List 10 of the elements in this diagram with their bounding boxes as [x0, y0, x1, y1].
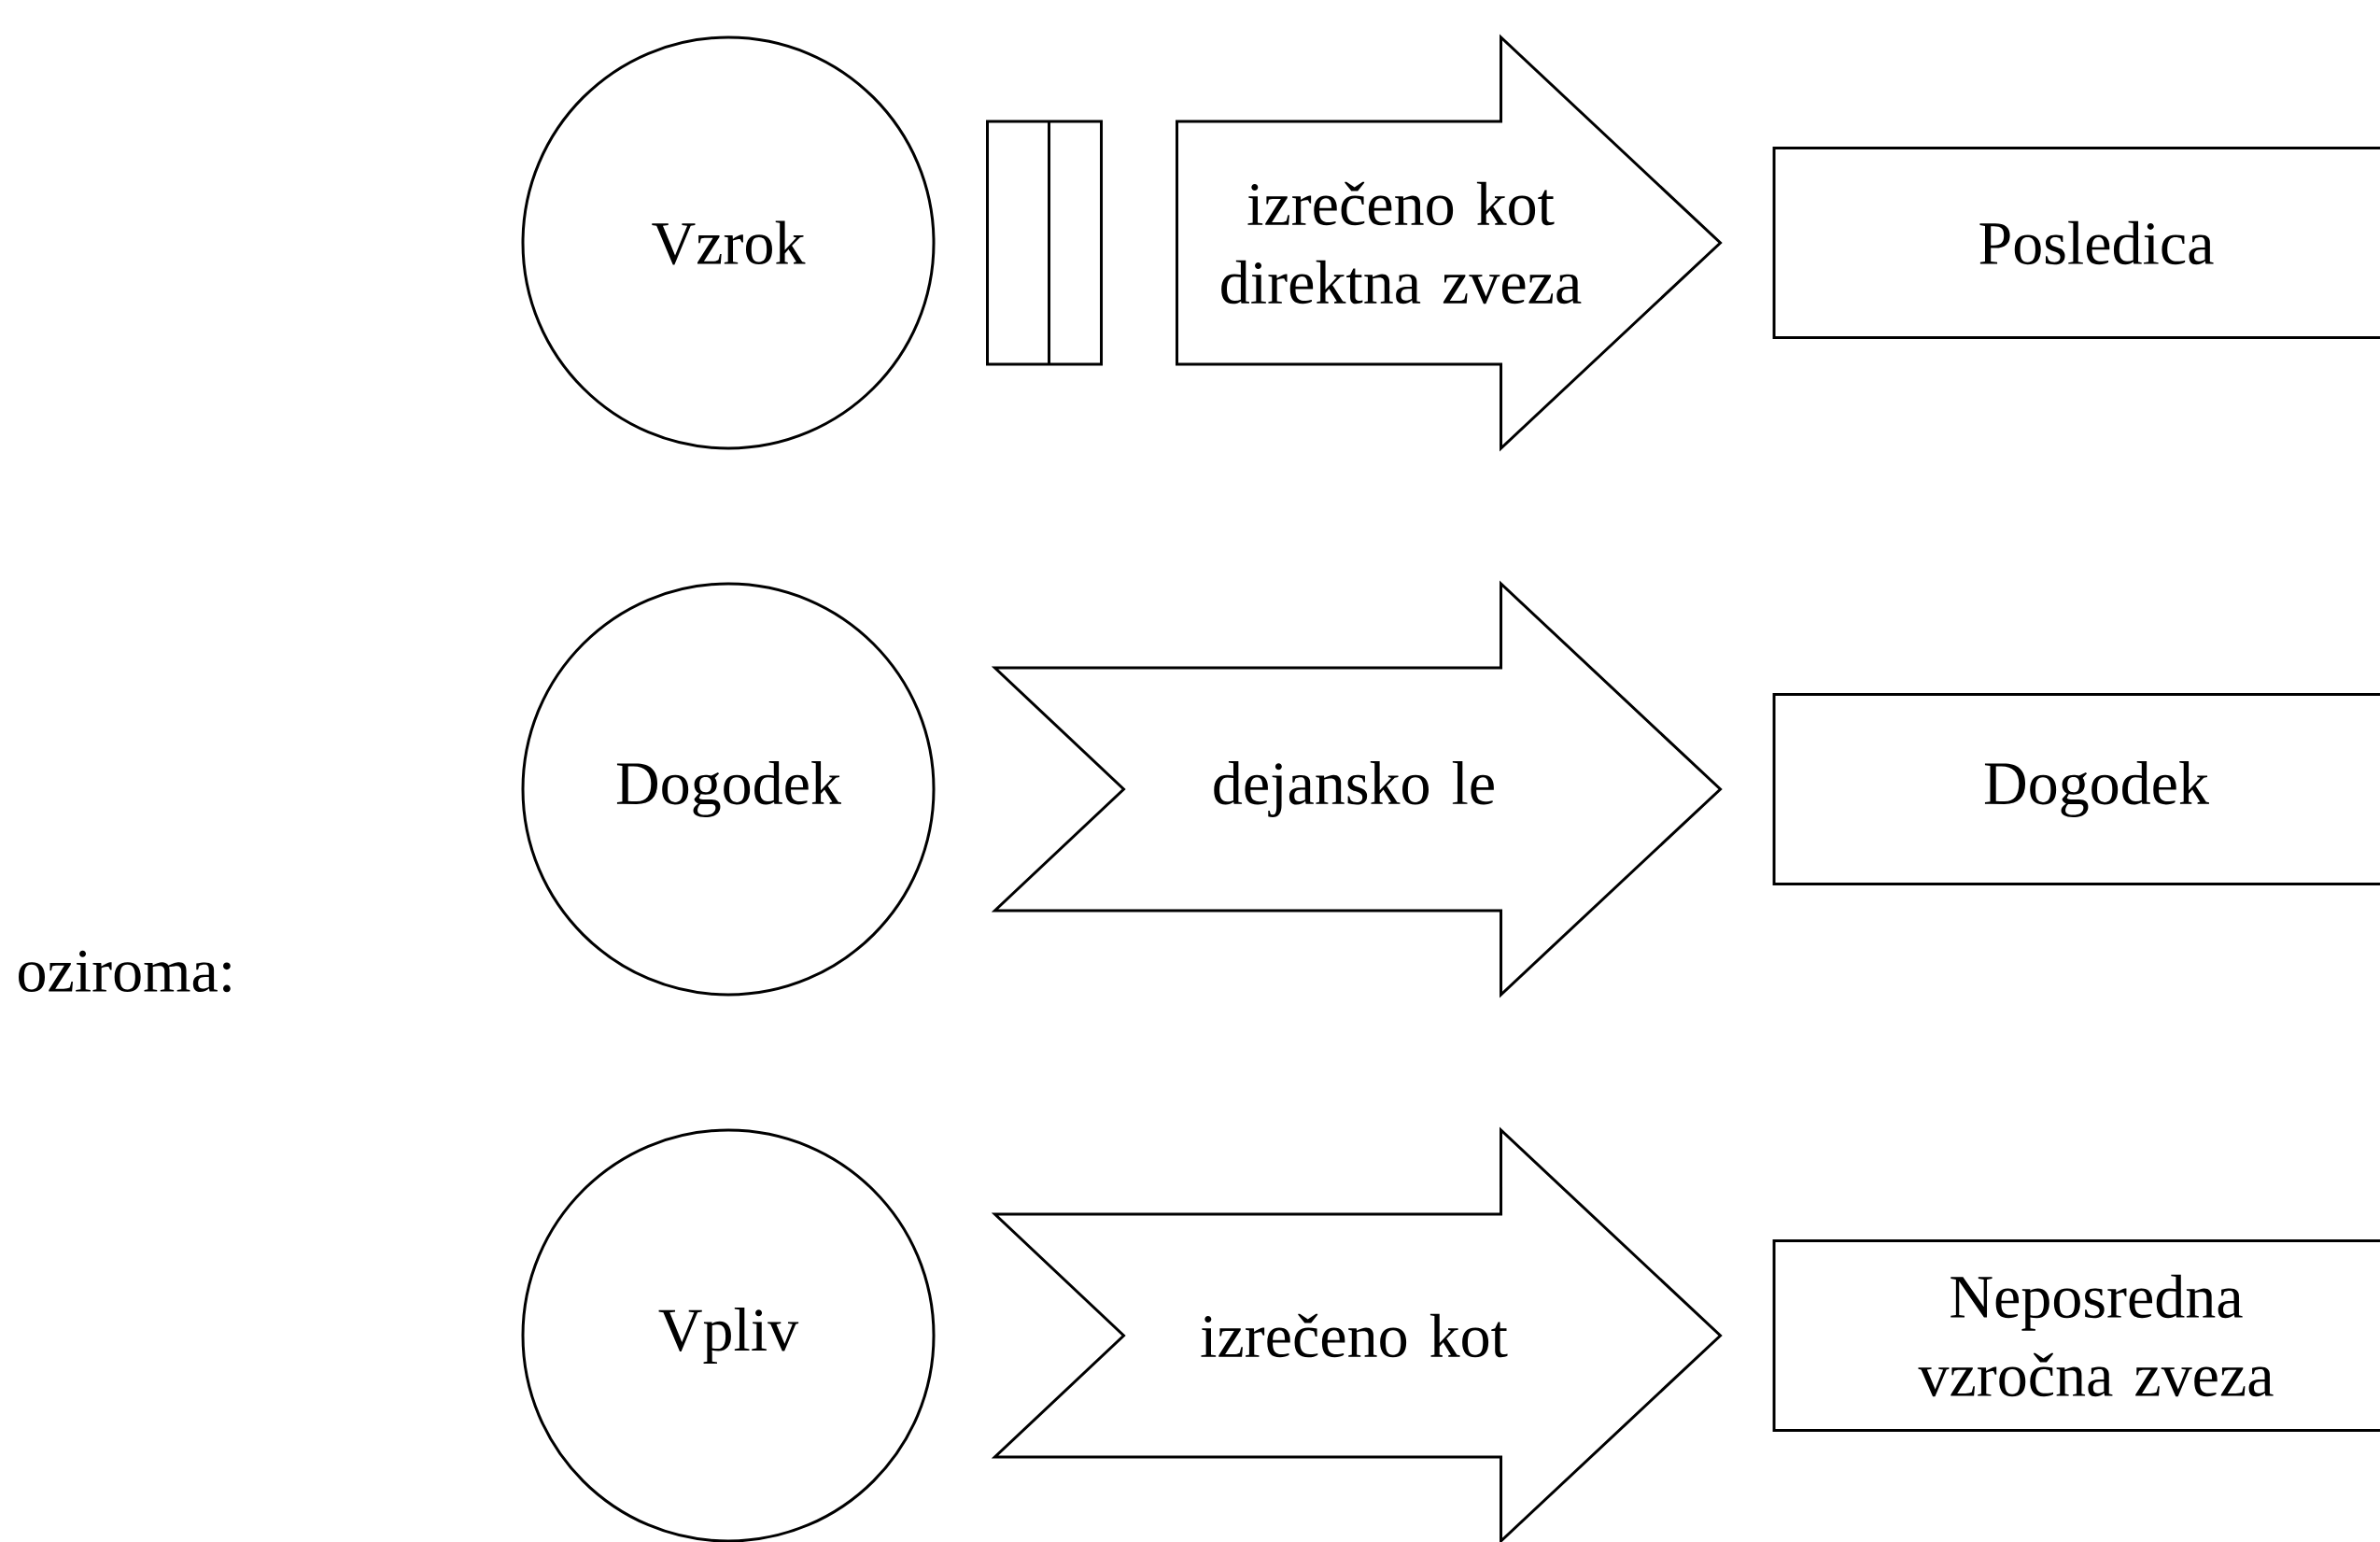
block-arrow: [1176, 34, 1723, 452]
result-box: Dogodek: [1772, 693, 2380, 885]
block-arrow: [991, 580, 1723, 998]
result-box: Posledica: [1772, 147, 2380, 339]
result-box: Neposredna vzročna zveza: [1772, 1239, 2380, 1432]
block-arrow: [991, 1126, 1723, 1542]
note-text: oziroma:: [19, 950, 231, 993]
edge-label: dejansko le: [1214, 761, 1494, 817]
edge-label: izrečeno kot: [1201, 1313, 1508, 1358]
edge-label: izrečeno kot direktna zveza: [1221, 181, 1582, 304]
